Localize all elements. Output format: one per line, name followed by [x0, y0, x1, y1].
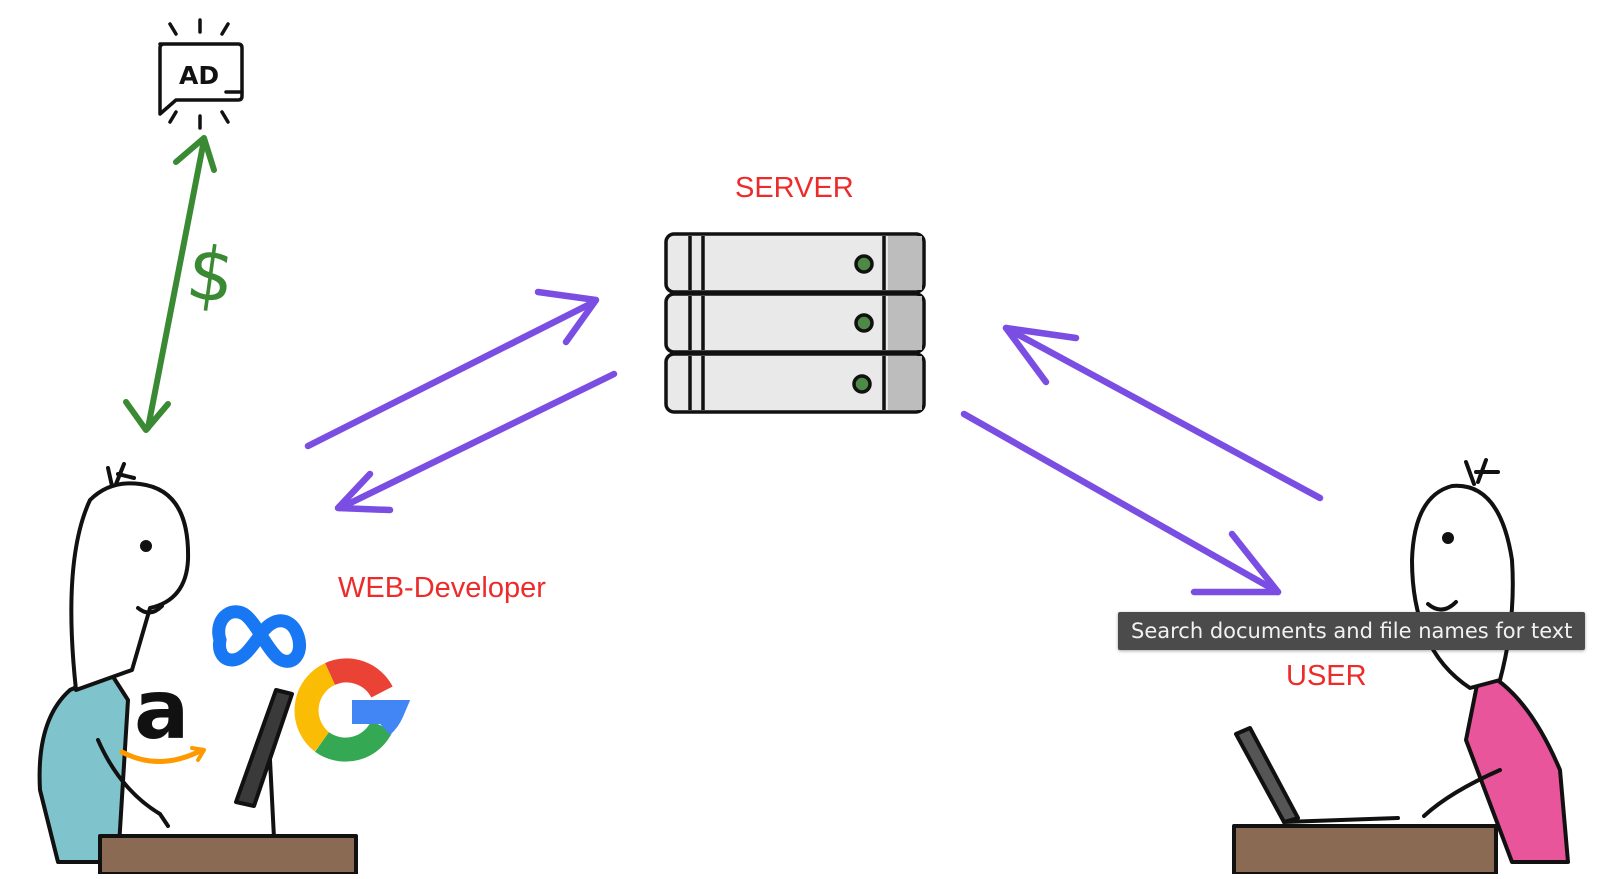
user-figure [1410, 458, 1570, 864]
web-developer-label: WEB-Developer [338, 572, 546, 604]
laptop-icon [1234, 726, 1400, 824]
ad-text: AD [179, 61, 219, 90]
monitor-icon [234, 688, 298, 842]
developer-desk [98, 834, 358, 876]
ad-icon: AD [158, 18, 244, 130]
web-developer-figure [37, 462, 191, 864]
dollar-sign: $ [182, 229, 241, 321]
svg-text:a: a [134, 663, 189, 758]
google-logo-icon [294, 658, 411, 762]
server-label: SERVER [735, 172, 854, 204]
meta-logo-icon [212, 605, 306, 668]
request-arrow-user-to-server [1002, 324, 1324, 502]
user-label: USER [1286, 660, 1367, 692]
response-arrow-server-to-dev [334, 370, 618, 514]
server-icon [664, 232, 926, 414]
request-arrow-dev-to-server [304, 288, 600, 450]
user-desk [1232, 824, 1498, 876]
response-arrow-server-to-user [960, 410, 1282, 596]
amazon-logo-icon: a [119, 663, 206, 764]
payment-arrow [123, 135, 217, 433]
search-tooltip: Search documents and file names for text [1118, 612, 1586, 650]
